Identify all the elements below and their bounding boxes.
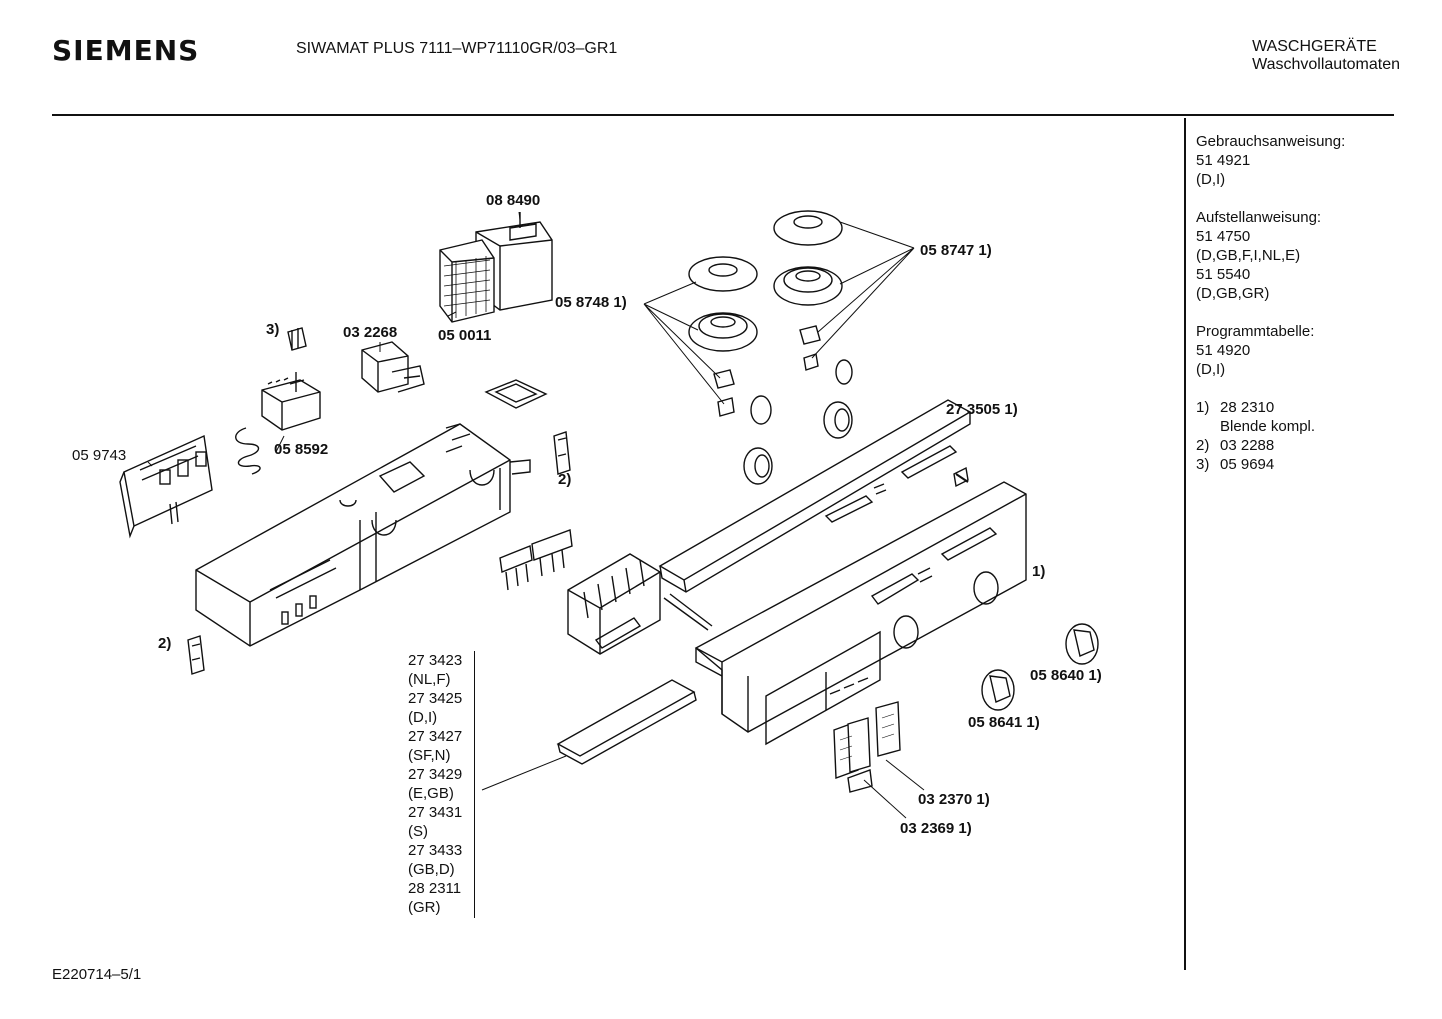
doc-line: 51 4750 <box>1196 228 1251 245</box>
variant-line: (E,GB) <box>408 785 454 802</box>
variant-line: (S) <box>408 823 428 840</box>
variant-line: 27 3427 <box>408 728 463 745</box>
part-label: 08 8490 <box>486 192 541 209</box>
control-frame-drawing <box>195 423 531 647</box>
contacts-drawing <box>499 529 573 591</box>
small-cap-drawing <box>287 327 307 351</box>
footnote-continuation: Blende kompl. <box>1220 418 1316 435</box>
part-label: 03 2369 1) <box>900 820 972 837</box>
pin-drawing <box>955 473 969 483</box>
clip-drawing <box>187 635 205 675</box>
sidebar-notes: Gebrauchsanweisung: 51 4921 (D,I) Aufste… <box>1196 132 1426 493</box>
knob-caps-drawing <box>688 210 853 485</box>
variant-line: 27 3431 <box>408 804 463 821</box>
variant-line: (NL,F) <box>408 671 451 688</box>
brand-logo: SIEMENS <box>52 34 200 67</box>
doc-title: Aufstellanweisung: <box>1196 209 1322 226</box>
variant-line: 27 3425 <box>408 690 463 707</box>
part-label: 05 8640 1) <box>1030 667 1102 684</box>
category-line-1: WASCHGERÄTE <box>1252 38 1377 55</box>
footnote: 1)28 2310 <box>1196 399 1275 416</box>
part-label: 05 9743 <box>72 447 127 464</box>
variant-line: 28 2311 <box>408 880 462 897</box>
doc-title: Programmtabelle: <box>1196 323 1315 340</box>
doc-line: 51 4920 <box>1196 342 1251 359</box>
doc-group-installation: Aufstellanweisung: 51 4750 (D,GB,F,I,NL,… <box>1196 208 1426 303</box>
variant-line: (GB,D) <box>408 861 455 878</box>
part-label: 05 8748 1) <box>555 294 627 311</box>
category-line-2: Waschvollautomaten <box>1252 56 1400 73</box>
doc-group-programme: Programmtabelle: 51 4920 (D,I) <box>1196 322 1426 379</box>
part-label: 27 3505 1) <box>946 401 1018 418</box>
leader-lines <box>147 211 915 467</box>
fascia-drawing <box>694 481 1027 746</box>
part-label: 05 8592 <box>274 441 329 458</box>
leader-line-strip <box>481 755 567 791</box>
part-label: 2) <box>558 471 572 488</box>
program-strip-drawing <box>556 679 697 765</box>
valve-drawing <box>361 341 425 393</box>
sidebar-divider <box>1184 118 1186 970</box>
header-divider <box>52 114 1394 116</box>
variant-line: (D,I) <box>408 709 438 726</box>
category: WASCHGERÄTE Waschvollautomaten <box>1252 38 1400 74</box>
thermostat-drawing <box>235 372 321 475</box>
rotary-knobs-drawing <box>981 623 1099 711</box>
variant-line: (GR) <box>408 899 441 916</box>
doc-line: (D,GB,F,I,NL,E) <box>1196 247 1301 264</box>
leader-lines <box>863 759 925 819</box>
doc-title: Gebrauchsanweisung: <box>1196 133 1346 150</box>
variant-line: (SF,N) <box>408 747 451 764</box>
part-label: 1) <box>1032 563 1046 580</box>
part-label: 05 8747 1) <box>920 242 992 259</box>
footnote: 3)05 9694 <box>1196 456 1275 473</box>
document-code: E220714–5/1 <box>52 966 142 983</box>
strip-variants-list: 27 3423 (NL,F) 27 3425 (D,I) 27 3427 (SF… <box>408 651 476 918</box>
switch-block-drawing <box>567 553 661 655</box>
part-label: 03 2268 <box>343 324 398 341</box>
variant-line: 27 3429 <box>408 766 463 783</box>
clip-drawing <box>553 431 571 475</box>
part-label: 3) <box>266 321 280 338</box>
timer-module-drawing <box>439 212 553 323</box>
doc-group-manual: Gebrauchsanweisung: 51 4921 (D,I) <box>1196 132 1426 189</box>
circuit-board-drawing <box>119 434 213 539</box>
doc-line: (D,I) <box>1196 171 1226 188</box>
part-label: 05 8641 1) <box>968 714 1040 731</box>
model-title: SIWAMAT PLUS 7111–WP71110GR/03–GR1 <box>296 40 618 57</box>
part-label: 03 2370 1) <box>918 791 990 808</box>
doc-line: (D,I) <box>1196 361 1226 378</box>
doc-line: (D,GB,GR) <box>1196 285 1270 302</box>
footnote: 2)03 2288 <box>1196 437 1275 454</box>
variant-line: 27 3423 <box>408 652 463 669</box>
part-label: 05 0011 <box>438 327 492 344</box>
panel-cover-drawing <box>658 399 972 631</box>
variant-line: 27 3433 <box>408 842 463 859</box>
gasket-drawing <box>484 379 548 409</box>
exploded-view-drawing <box>119 210 1099 819</box>
part-label: 2) <box>158 635 172 652</box>
doc-line: 51 4921 <box>1196 152 1251 169</box>
indicator-lamps-drawing <box>833 701 901 793</box>
footnotes: 1)28 2310 Blende kompl. 2)03 2288 3)05 9… <box>1196 398 1426 474</box>
doc-line: 51 5540 <box>1196 266 1251 283</box>
